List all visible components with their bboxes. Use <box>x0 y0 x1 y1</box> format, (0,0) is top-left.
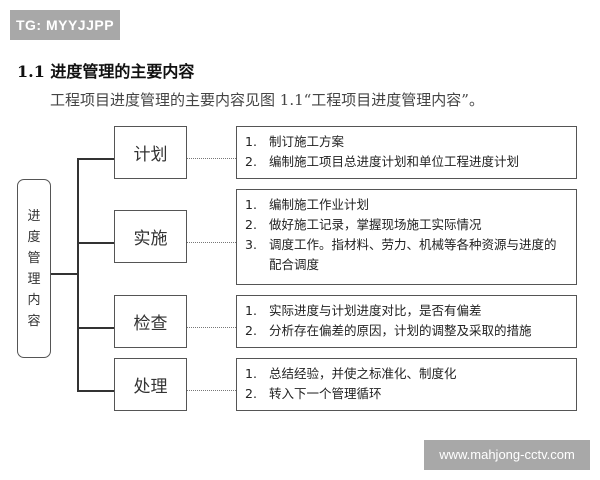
dotted-connector-execute <box>187 242 236 243</box>
item-number: 2. <box>245 217 257 232</box>
branch-connector-handle <box>77 390 114 392</box>
stage-box-check: 检查 <box>114 295 187 348</box>
item-number: 1. <box>245 197 257 212</box>
trunk-connector <box>77 158 79 391</box>
detail-item: 1. 编制施工作业计划 <box>245 195 568 215</box>
root-char: 进 <box>27 208 41 224</box>
channel-badge: TG: MYYJJPP <box>10 10 120 40</box>
root-connector <box>51 273 78 275</box>
detail-item: 3. 调度工作。指材料、劳力、机械等各种资源与进度的配合调度 <box>245 235 568 275</box>
detail-box-plan: 1. 制订施工方案 2. 编制施工项目总进度计划和单位工程进度计划 <box>236 126 577 179</box>
item-text: 实际进度与计划进度对比，是否有偏差 <box>269 303 482 318</box>
stage-box-handle: 处理 <box>114 358 187 411</box>
stage-box-plan: 计划 <box>114 126 187 179</box>
item-number: 1. <box>245 134 257 149</box>
item-text: 编制施工项目总进度计划和单位工程进度计划 <box>269 154 520 169</box>
item-text: 编制施工作业计划 <box>269 197 370 212</box>
detail-box-check: 1. 实际进度与计划进度对比，是否有偏差 2. 分析存在偏差的原因，计划的调整及… <box>236 295 577 348</box>
item-number: 1. <box>245 366 257 381</box>
root-char: 管 <box>27 250 41 266</box>
branch-connector-plan <box>77 158 114 160</box>
branch-connector-execute <box>77 242 114 244</box>
item-number: 2. <box>245 154 257 169</box>
item-text: 制订施工方案 <box>269 134 345 149</box>
detail-item: 2. 做好施工记录，掌握现场施工实际情况 <box>245 215 568 235</box>
item-number: 3. <box>245 237 257 252</box>
section-intro-text: 工程项目进度管理的主要内容见图 1.1“工程项目进度管理内容”。 <box>50 91 484 109</box>
detail-item: 2. 编制施工项目总进度计划和单位工程进度计划 <box>245 152 568 172</box>
item-text: 总结经验，并使之标准化、制度化 <box>269 366 457 381</box>
root-node-box: 进 度 管 理 内 容 <box>17 179 51 358</box>
detail-item: 1. 制订施工方案 <box>245 132 568 152</box>
stage-box-execute: 实施 <box>114 210 187 263</box>
item-number: 2. <box>245 323 257 338</box>
detail-box-execute: 1. 编制施工作业计划 2. 做好施工记录，掌握现场施工实际情况 3. 调度工作… <box>236 189 577 285</box>
root-char: 理 <box>27 271 41 287</box>
detail-item: 2. 转入下一个管理循环 <box>245 384 568 404</box>
dotted-connector-handle <box>187 390 236 391</box>
dotted-connector-plan <box>187 158 236 159</box>
item-text: 转入下一个管理循环 <box>269 386 382 401</box>
item-text: 做好施工记录，掌握现场施工实际情况 <box>269 217 482 232</box>
dotted-connector-check <box>187 327 236 328</box>
root-char: 度 <box>27 229 41 245</box>
item-text: 分析存在偏差的原因，计划的调整及采取的措施 <box>269 323 532 338</box>
website-watermark: www.mahjong-cctv.com <box>424 440 590 470</box>
item-number: 2. <box>245 386 257 401</box>
detail-item: 2. 分析存在偏差的原因，计划的调整及采取的措施 <box>245 321 568 341</box>
root-char: 容 <box>27 313 41 329</box>
detail-item: 1. 实际进度与计划进度对比，是否有偏差 <box>245 301 568 321</box>
root-char: 内 <box>27 292 41 308</box>
detail-box-handle: 1. 总结经验，并使之标准化、制度化 2. 转入下一个管理循环 <box>236 358 577 411</box>
detail-item: 1. 总结经验，并使之标准化、制度化 <box>245 364 568 384</box>
branch-connector-check <box>77 327 114 329</box>
item-text: 调度工作。指材料、劳力、机械等各种资源与进度的配合调度 <box>269 237 557 272</box>
section-heading: 1.1 进度管理的主要内容 <box>17 62 195 81</box>
item-number: 1. <box>245 303 257 318</box>
